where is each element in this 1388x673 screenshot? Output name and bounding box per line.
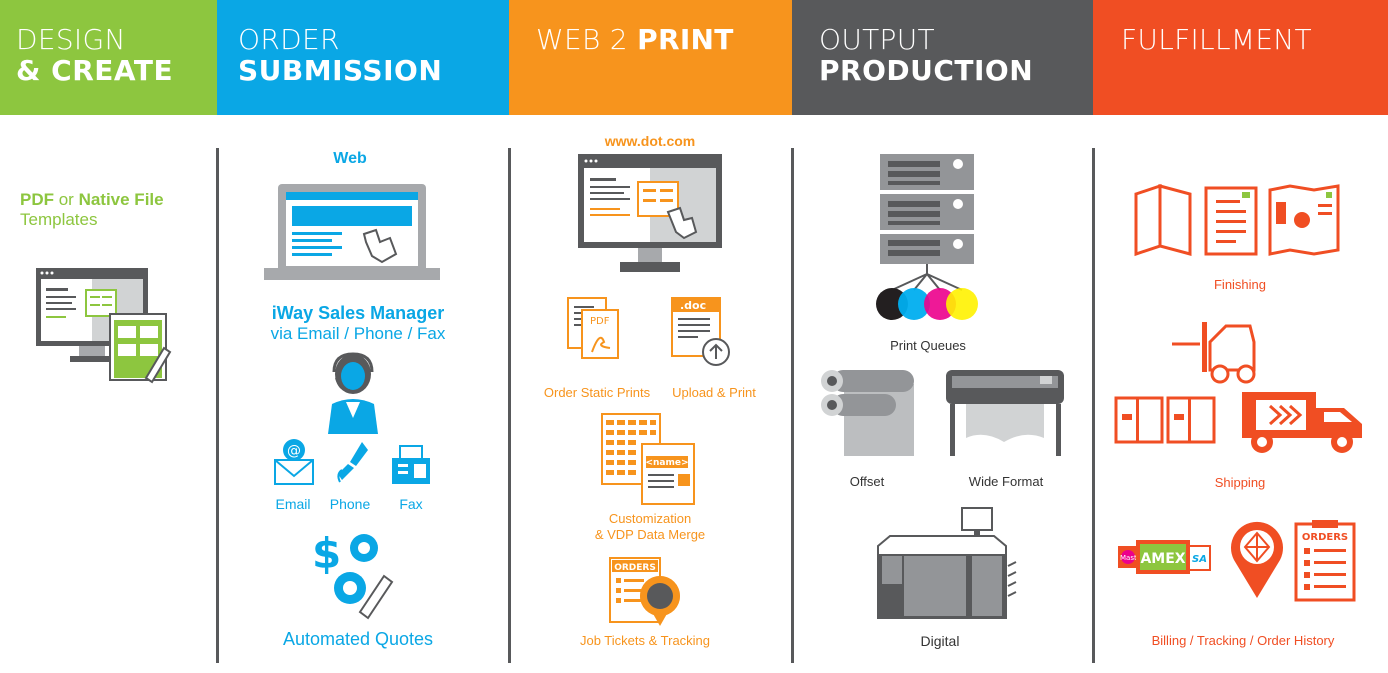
delivery-truck-icon: [1242, 392, 1362, 453]
header-output-production: OUTPUT PRODUCTION: [792, 0, 1093, 115]
laptop-icon: [264, 184, 440, 280]
server-rack-icon: [876, 154, 978, 320]
desktop-web-icon: [578, 154, 722, 272]
doc-upload-icon: .doc: [671, 297, 730, 366]
automated-quotes-icon: $: [312, 529, 394, 620]
visa-fragment: SA: [1192, 554, 1207, 565]
orders-badge: ORDERS: [1302, 532, 1348, 543]
column-divider: [508, 148, 511, 663]
finishing-icon: [1134, 184, 1340, 257]
fax-label: Fax: [399, 496, 423, 512]
job-tickets-icon: ORDERS: [609, 557, 680, 626]
offset-label: Offset: [849, 474, 885, 489]
monitor-with-templates-icon: [36, 268, 172, 384]
templates-label: PDF or Native File Templates: [20, 190, 164, 230]
header-web2print: WEB 2 PRINT: [509, 0, 792, 115]
digital-label: Digital: [920, 633, 960, 649]
templates-or: or: [54, 190, 79, 209]
print-queues-label: Print Queues: [890, 338, 966, 353]
digital-press-icon: [877, 507, 1017, 619]
shipping-boxes-icon: [1114, 396, 1216, 444]
offset-press-icon: [821, 370, 914, 456]
upload-print-label: Upload & Print: [672, 385, 756, 400]
email-icon: @: [274, 439, 314, 485]
phone-icon: [337, 442, 368, 483]
amex-badge: AMEX: [1140, 551, 1185, 567]
finishing-label: Finishing: [1213, 277, 1267, 292]
svg-text:$: $: [312, 529, 341, 578]
email-label: Email: [275, 496, 311, 512]
shipping-label: Shipping: [1214, 475, 1266, 490]
name-tag: <name>: [645, 458, 688, 468]
mastercard-fragment: Master: [1120, 554, 1144, 562]
orders-clipboard-icon: ORDERS: [1294, 520, 1356, 602]
header-web2: WEB 2: [536, 23, 628, 56]
url-label: www.dot.com: [604, 133, 696, 149]
orders-badge: ORDERS: [614, 563, 656, 573]
billing-label: Billing / Tracking / Order History: [1151, 633, 1335, 648]
doc-badge: .doc: [680, 299, 706, 312]
templates-bold-native: Native File: [78, 190, 164, 209]
templates-bold-pdf: PDF: [20, 190, 54, 209]
header-line2: & CREATE: [16, 54, 174, 87]
order-static-prints-label: Order Static Prints: [543, 385, 651, 400]
customization-line1: Customization: [608, 511, 692, 526]
sales-manager-title: iWay Sales Manager: [271, 303, 445, 323]
templates-line2: Templates: [20, 210, 98, 229]
location-pin-icon: [1231, 521, 1283, 598]
job-tickets-label: Job Tickets & Tracking: [579, 633, 711, 648]
header-line2: PRODUCTION: [819, 54, 1034, 87]
header-line2: SUBMISSION: [238, 54, 443, 87]
header-fulfillment: FULFILLMENT: [1093, 0, 1388, 115]
header-line1: FULFILLMENT: [1121, 23, 1312, 56]
svg-text:@: @: [287, 443, 301, 459]
header-design-create: DESIGN & CREATE: [0, 0, 217, 115]
header-order-submission: ORDER SUBMISSION: [217, 0, 509, 115]
customization-label: Customization & VDP Data Merge: [560, 511, 740, 543]
credit-cards-icon: Master SA AMEX: [1118, 540, 1211, 574]
web-label: Web: [333, 150, 367, 167]
pdf-document-icon: PDF: [567, 297, 619, 359]
customization-line2: & VDP Data Merge: [594, 527, 706, 542]
sales-manager-subtitle: via Email / Phone / Fax: [270, 324, 446, 343]
wide-format-printer-icon: [946, 370, 1064, 456]
vdp-merge-icon: <name>: [601, 413, 695, 505]
header-line1: DESIGN: [16, 23, 126, 56]
phone-label: Phone: [329, 496, 371, 512]
wide-format-label: Wide Format: [968, 474, 1044, 489]
sales-rep-icon: [328, 352, 378, 434]
header-line1: OUTPUT: [819, 23, 935, 56]
column-divider: [791, 148, 794, 663]
column-divider: [216, 148, 219, 663]
forklift-icon: [1172, 322, 1256, 384]
header-print: PRINT: [637, 23, 734, 56]
fax-icon: [392, 445, 430, 484]
column-divider: [1092, 148, 1095, 663]
pdf-badge: PDF: [590, 316, 610, 327]
header-line1: ORDER: [238, 23, 340, 56]
header-line1: WEB 2 PRINT: [536, 24, 792, 55]
automated-quotes-label: Automated Quotes: [282, 629, 434, 649]
